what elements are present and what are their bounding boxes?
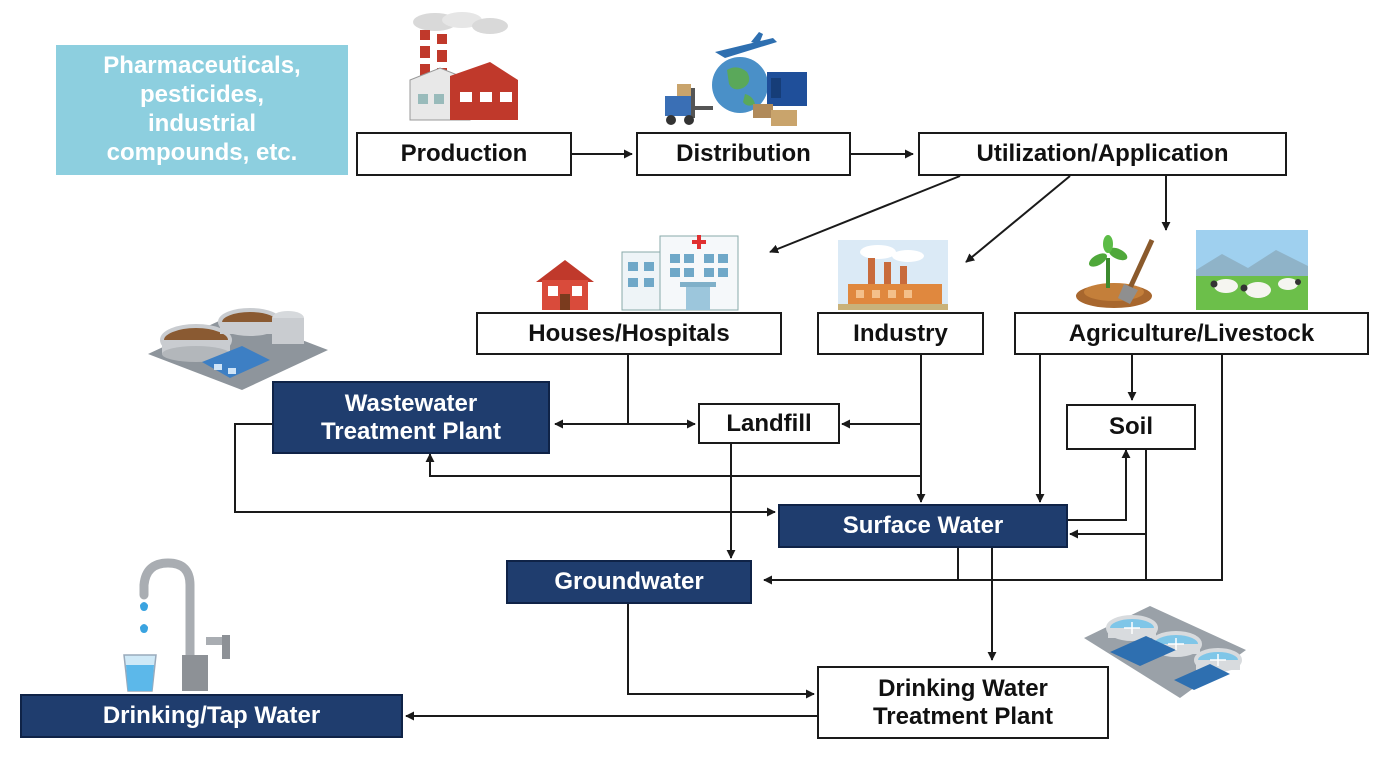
production-label: Production — [400, 140, 528, 168]
distribution-label: Distribution — [676, 140, 811, 168]
wastewater-facility-icon — [148, 308, 328, 390]
water-treatment-facility-icon — [1084, 606, 1246, 698]
wastewater-plant-node: Wastewater Treatment Plant — [272, 381, 550, 454]
edge-utilization-houses — [769, 175, 961, 254]
groundwater-node: Groundwater — [506, 560, 752, 604]
agriculture-livestock-label: Agriculture/Livestock — [1068, 319, 1315, 347]
edge-utilization-industry — [965, 175, 1071, 263]
houses-hospitals-label: Houses/Hospitals — [528, 319, 730, 347]
houses-hospitals-node: Houses/Hospitals — [476, 312, 782, 355]
edge-to-groundwater — [763, 355, 1223, 585]
drinking-plant-node: Drinking Water Treatment Plant — [817, 666, 1109, 739]
edge-groundwater-drinking-plant — [627, 604, 815, 699]
edge-soil-surface — [1069, 450, 1147, 539]
surface-water-label: Surface Water — [842, 512, 1004, 540]
agriculture-livestock-node: Agriculture/Livestock — [1014, 312, 1369, 355]
plant-sprout-icon — [1076, 235, 1155, 308]
factory-icon — [409, 12, 518, 121]
water-tap-icon — [123, 558, 230, 692]
production-node: Production — [356, 132, 572, 176]
edge-wastewater-surface — [234, 423, 776, 517]
house-icon — [536, 260, 594, 310]
globe-shipping-icon — [665, 32, 807, 126]
landfill-node: Landfill — [698, 403, 840, 444]
hospital-icon — [621, 235, 739, 311]
distribution-node: Distribution — [636, 132, 851, 176]
contaminant-sources-text: Pharmaceuticals, pesticides, industrial … — [103, 52, 301, 166]
tap-water-node: Drinking/Tap Water — [20, 694, 403, 738]
industry-node: Industry — [817, 312, 984, 355]
utilization-node: Utilization/Application — [918, 132, 1287, 176]
industrial-plant-icon — [838, 240, 948, 310]
edge-surface-soil — [1068, 449, 1131, 521]
soil-label: Soil — [1108, 413, 1153, 441]
wastewater-plant-label: Wastewater Treatment Plant — [320, 389, 502, 445]
groundwater-label: Groundwater — [554, 568, 704, 596]
landfill-label: Landfill — [726, 409, 812, 437]
contaminant-sources-box: Pharmaceuticals, pesticides, industrial … — [56, 45, 348, 175]
drinking-plant-label: Drinking Water Treatment Plant — [872, 674, 1054, 730]
utilization-label: Utilization/Application — [976, 140, 1229, 168]
soil-node: Soil — [1066, 404, 1196, 450]
surface-water-node: Surface Water — [778, 504, 1068, 548]
tap-water-label: Drinking/Tap Water — [102, 702, 321, 730]
edge-industry-wastewater — [425, 453, 921, 477]
edge-industry-landfill — [841, 355, 922, 429]
industry-label: Industry — [853, 319, 948, 347]
sheep-pasture-icon — [1196, 230, 1308, 310]
